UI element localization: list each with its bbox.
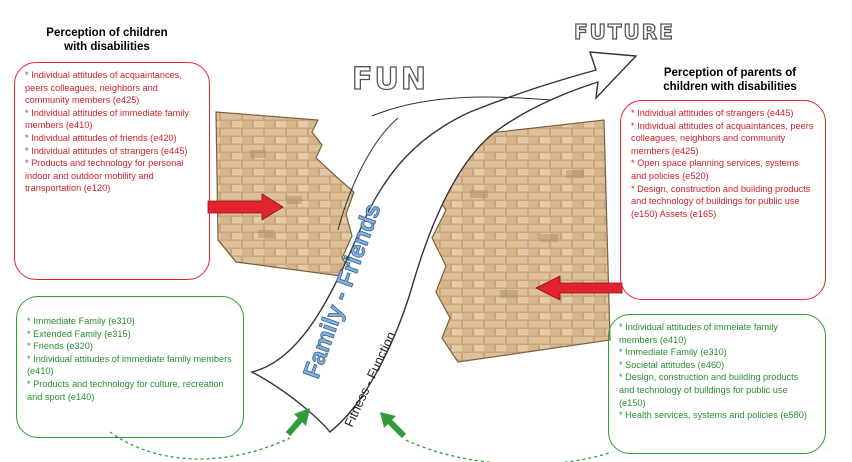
children-title-line-2: with disabilities [64, 41, 150, 53]
children-barrier-item: Products and technology for personal ind… [25, 157, 199, 195]
parents-facilitator-item: Design, construction and building produc… [619, 371, 815, 409]
parents-title-line-1: Perception of parents of [663, 67, 797, 79]
parents-barrier-item: Open space planning services, systems an… [631, 157, 815, 182]
children-barrier-item: Individual attitudes of strangers (e445) [25, 145, 199, 158]
road-inner-line [371, 96, 553, 117]
wall-shading [250, 150, 584, 298]
road-ribbon [250, 51, 638, 433]
parents-facilitator-item: Health services, systems and policies (e… [619, 409, 815, 422]
road-left-edge [337, 117, 399, 231]
parents-barrier-item: Design, construction and building produc… [631, 183, 815, 221]
parents-facilitator-item: Individual attitudes of immeiate family … [619, 321, 815, 346]
parents-facilitator-item: Immediate Family (e310) [619, 346, 815, 359]
children-facilitator-item: Products and technology for culture, rec… [27, 378, 233, 403]
parents-perception-title: Perception of parents of children with d… [640, 66, 820, 94]
facilitator-arrow-left [285, 408, 310, 436]
dotted-connector-right [405, 439, 613, 462]
children-title-line-1: Perception of children [46, 27, 168, 39]
children-barrier-item: Individual attitudes of immediate family… [25, 107, 199, 132]
parents-barrier-item: Individual attitudes of acquaintances, p… [631, 120, 815, 158]
barrier-arrow-right [535, 275, 623, 301]
children-facilitator-item: Individual attitudes of immediate family… [27, 353, 233, 378]
left-brick-wall [215, 111, 358, 279]
children-facilitator-item: Friends (e320) [27, 340, 233, 353]
fun-heading: FUN [351, 61, 428, 97]
parents-facilitators-box: Individual attitudes of immeiate family … [608, 314, 826, 454]
children-barrier-item: Individual attitudes of acquaintances, p… [25, 69, 199, 107]
parents-title-line-2: children with disabilities [663, 81, 797, 93]
parents-barriers-box: Individual attitudes of strangers (e445)… [620, 100, 826, 300]
facilitator-arrow-right [380, 412, 407, 439]
parents-facilitator-item: Societal attitudes (e460) [619, 359, 815, 372]
children-perception-title: Perception of children with disabilities [22, 26, 192, 54]
future-heading: FUTURE [573, 19, 675, 44]
barrier-arrow-left [207, 193, 284, 221]
children-facilitator-item: Immediate Family (e310) [27, 315, 233, 328]
children-facilitators-box: Immediate Family (e310) Extended Family … [16, 296, 244, 438]
parents-barrier-item: Individual attitudes of strangers (e445) [631, 107, 815, 120]
children-barrier-item: Individual attitudes of friends (e420) [25, 132, 199, 145]
children-facilitator-item: Extended Family (e315) [27, 328, 233, 341]
dotted-connector-left [109, 431, 291, 460]
children-barriers-box: Individual attitudes of acquaintances, p… [14, 62, 210, 280]
